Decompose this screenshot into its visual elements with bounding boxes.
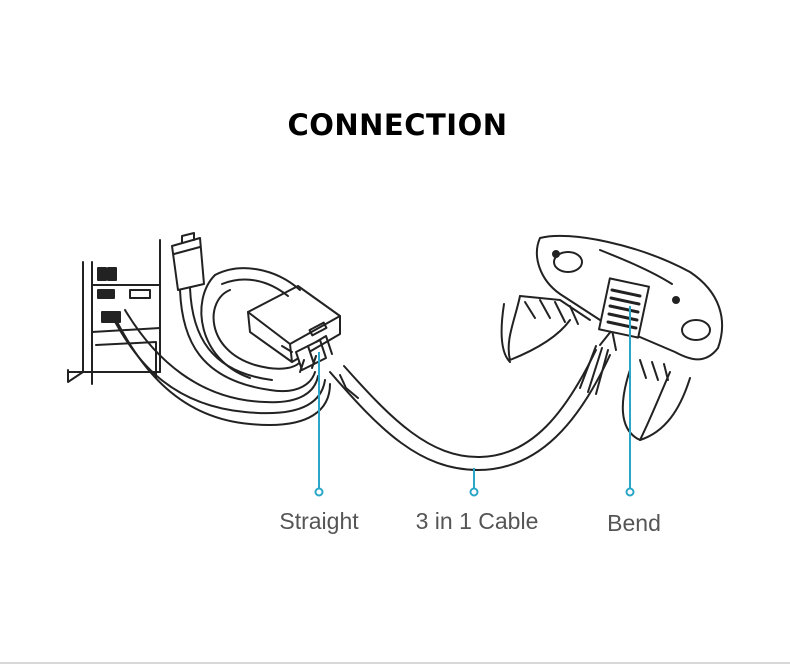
pc-cables	[111, 267, 331, 426]
page-title: CONNECTION	[287, 108, 508, 142]
vr-headset-icon	[500, 234, 724, 441]
power-adapter-icon	[171, 232, 205, 291]
three-in-one-cable	[329, 329, 617, 471]
usb-connectors	[295, 335, 333, 373]
bottom-divider	[0, 662, 790, 664]
label-cable: 3 in 1 Cable	[415, 508, 539, 534]
pc-tower-icon	[67, 239, 161, 385]
straight-callout	[314, 352, 324, 497]
cable-callout	[469, 468, 479, 497]
bend-callout	[625, 306, 635, 497]
link-box-icon	[247, 285, 341, 363]
label-bend: Bend	[607, 510, 661, 536]
label-straight: Straight	[279, 508, 359, 534]
